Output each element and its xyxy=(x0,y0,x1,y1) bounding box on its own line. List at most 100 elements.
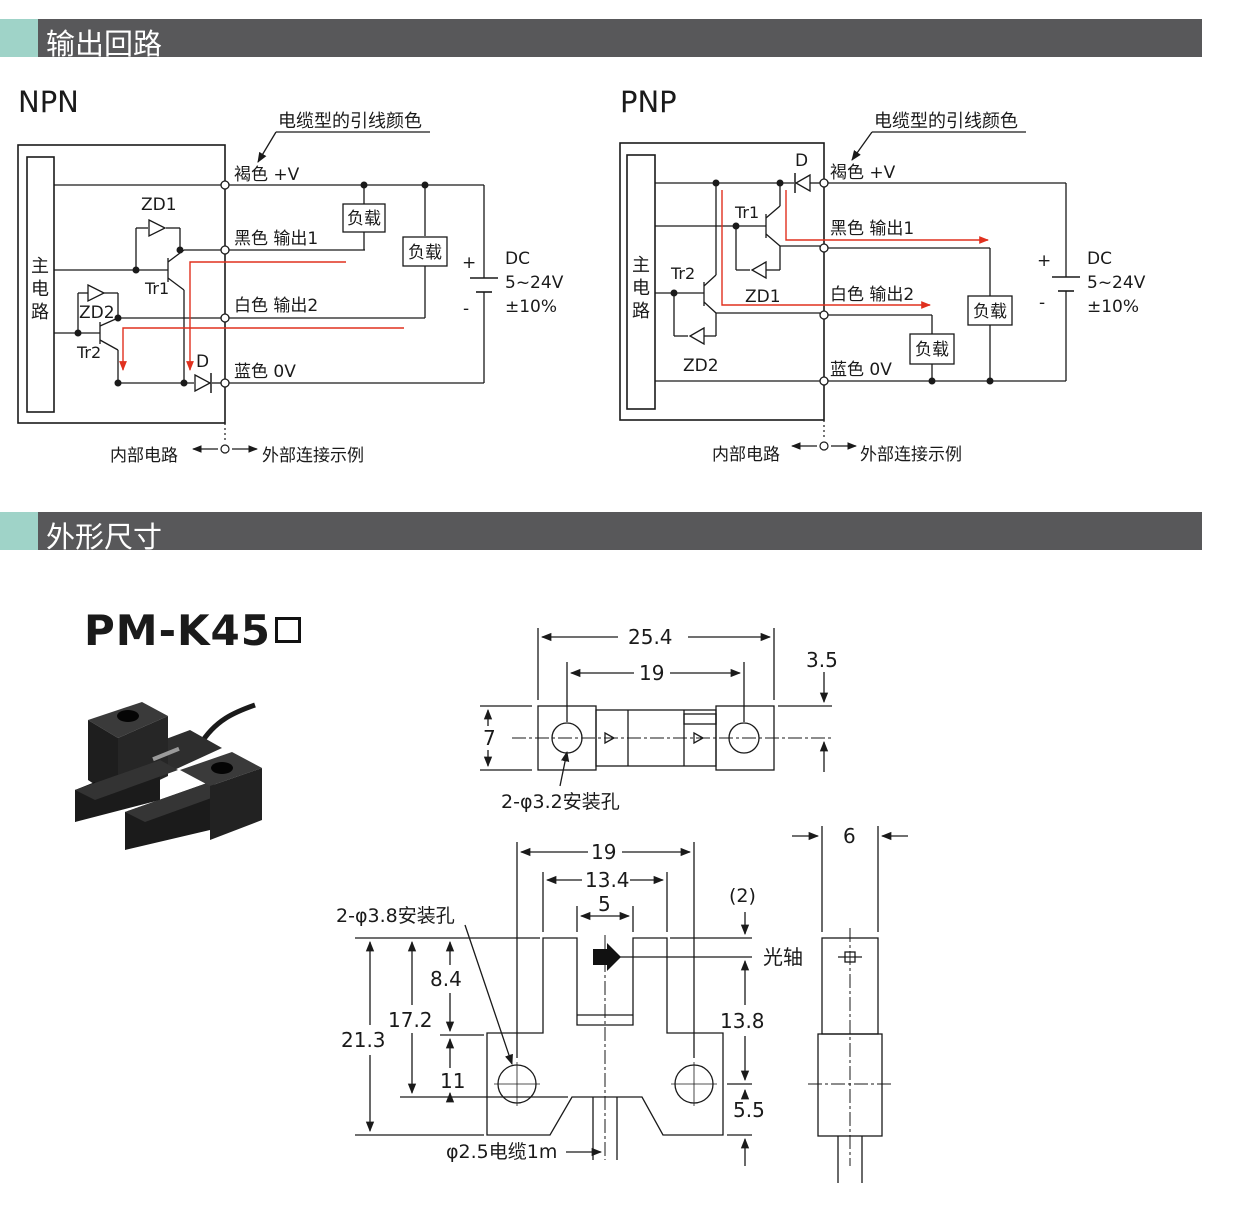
dim-front-top-height: 8.4 xyxy=(430,967,462,991)
section-title-output-circuit: 输出回路 xyxy=(46,27,163,61)
main-circuit-char: 主 xyxy=(31,256,49,277)
dim-top-offset: 3.5 xyxy=(806,648,838,672)
npn-supply-minus: - xyxy=(463,299,469,319)
main-circuit-char: 主 xyxy=(632,255,650,276)
npn-flow-arrow-2 xyxy=(119,327,404,371)
dim-top-hole-note: 2-φ3.2安装孔 xyxy=(501,791,620,813)
pnp-load-2 xyxy=(909,333,955,365)
pnp-zd1: ZD1 xyxy=(745,287,781,307)
header-band xyxy=(38,512,1202,550)
dim-top-overall: 25.4 xyxy=(628,625,673,649)
main-circuit-char: 电 xyxy=(31,279,49,300)
main-circuit-char: 路 xyxy=(632,301,650,322)
npn-supply-plus: + xyxy=(462,253,476,273)
zd2-symbol xyxy=(688,326,705,346)
dim-front-slot-outer: 13.4 xyxy=(585,868,630,892)
pnp-title: PNP xyxy=(620,85,677,119)
pnp-d: D xyxy=(795,151,808,171)
npn-wire-brown: 褐色 +V xyxy=(234,165,300,185)
internal-circuit-box xyxy=(17,144,226,424)
dim-front-axis-to-hole: 13.8 xyxy=(720,1009,765,1033)
npn-zd2: ZD2 xyxy=(79,303,115,323)
boundary-circle xyxy=(220,444,230,454)
npn-wire-black: 黑色 输出1 xyxy=(234,229,318,249)
pnp-flow-arrow-2 xyxy=(721,190,931,309)
npn-internal-label: 内部电路 xyxy=(110,446,178,466)
diode-symbol xyxy=(194,373,212,393)
dim-front-lower-height: 11 xyxy=(440,1069,465,1093)
section-header-output-circuit: 输出回路 xyxy=(0,19,1202,61)
dim-front-cable: φ2.5电缆1m xyxy=(446,1141,557,1163)
optical-axis-arrow xyxy=(593,943,621,971)
npn-supply-dc: DC xyxy=(505,249,530,269)
dim-front-slot: 5 xyxy=(598,892,611,916)
optical-axis-label: 光轴 xyxy=(763,945,803,969)
terminal-circles xyxy=(220,180,230,388)
pnp-supply-voltage: 5~24V xyxy=(1087,273,1146,293)
pnp-wire-brown: 褐色 +V xyxy=(830,163,896,183)
side-view xyxy=(792,826,908,1183)
header-accent xyxy=(0,512,38,550)
zd1-symbol xyxy=(148,218,167,238)
pnp-supply-dc: DC xyxy=(1087,249,1112,269)
npn-load-2 xyxy=(402,236,448,267)
note-leader xyxy=(257,131,277,163)
model-name: PM-K45 xyxy=(84,606,272,655)
section-header-dimensions: 外形尺寸 xyxy=(0,512,1202,554)
dim-front-upper-height: 17.2 xyxy=(388,1008,433,1032)
npn-cable-note: 电缆型的引线颜色 xyxy=(278,111,422,132)
npn-supply-tolerance: ±10% xyxy=(505,297,557,317)
npn-load-1 xyxy=(342,203,386,233)
pnp-circuit: PNP 电缆型的引线颜色 主 电 路 xyxy=(619,85,1146,465)
zd1-symbol xyxy=(750,260,767,280)
diode-symbol xyxy=(794,173,811,193)
npn-load-1-label: 负载 xyxy=(347,209,381,229)
dim-front-total-height: 21.3 xyxy=(341,1028,386,1052)
pnp-supply-minus: - xyxy=(1039,293,1045,313)
main-circuit-char: 路 xyxy=(31,302,49,323)
pnp-wire-white: 白色 输出2 xyxy=(830,285,914,305)
pnp-supply-tolerance: ±10% xyxy=(1087,297,1139,317)
dim-top-hole-pitch: 19 xyxy=(639,661,664,685)
npn-circuit: NPN 电缆型的引线颜色 主 电 路 xyxy=(17,85,564,466)
npn-wire-white: 白色 输出2 xyxy=(234,296,318,316)
main-circuit-block xyxy=(26,156,55,413)
pnp-wire-black: 黑色 输出1 xyxy=(830,219,914,239)
front-body-outline xyxy=(486,937,724,1136)
header-accent xyxy=(0,19,38,57)
pnp-wiring xyxy=(655,182,1080,382)
pnp-cable-note: 电缆型的引线颜色 xyxy=(874,111,1018,132)
dim-front-optical-offset: (2) xyxy=(729,885,756,907)
terminal-circles xyxy=(819,178,829,386)
header-band xyxy=(38,19,1202,57)
npn-tr1: Tr1 xyxy=(144,279,169,298)
pnp-tr2: Tr2 xyxy=(670,264,695,283)
dim-front-hole-note: 2-φ3.8安装孔 xyxy=(336,905,455,927)
npn-load-2-label: 负载 xyxy=(408,243,442,263)
pnp-load-2-label: 负载 xyxy=(915,340,949,360)
pnp-load-1 xyxy=(967,295,1013,326)
npn-external-label: 外部连接示例 xyxy=(262,446,364,466)
front-view xyxy=(355,842,752,1166)
section-title-dimensions: 外形尺寸 xyxy=(46,520,163,554)
npn-title: NPN xyxy=(18,85,79,119)
dim-side-thickness: 6 xyxy=(843,824,856,848)
dim-front-hole-pitch: 19 xyxy=(591,840,616,864)
pnp-internal-label: 内部电路 xyxy=(712,445,780,465)
dim-top-height: 7 xyxy=(483,726,496,750)
npn-supply-voltage: 5~24V xyxy=(505,273,564,293)
npn-tr2: Tr2 xyxy=(76,343,101,362)
model-title: PM-K45 xyxy=(84,606,302,655)
npn-wiring xyxy=(54,184,498,384)
npn-flow-arrow-1 xyxy=(186,261,346,371)
npn-wire-blue: 蓝色 0V xyxy=(234,362,296,382)
top-view xyxy=(480,628,832,787)
internal-circuit-box xyxy=(619,142,825,421)
npn-zd1: ZD1 xyxy=(141,195,177,215)
junction-dots xyxy=(74,181,429,387)
npn-d: D xyxy=(196,352,209,372)
boundary-circle xyxy=(819,441,829,451)
pnp-flow-arrow-1 xyxy=(785,190,989,244)
pnp-load-1-label: 负载 xyxy=(973,302,1007,322)
